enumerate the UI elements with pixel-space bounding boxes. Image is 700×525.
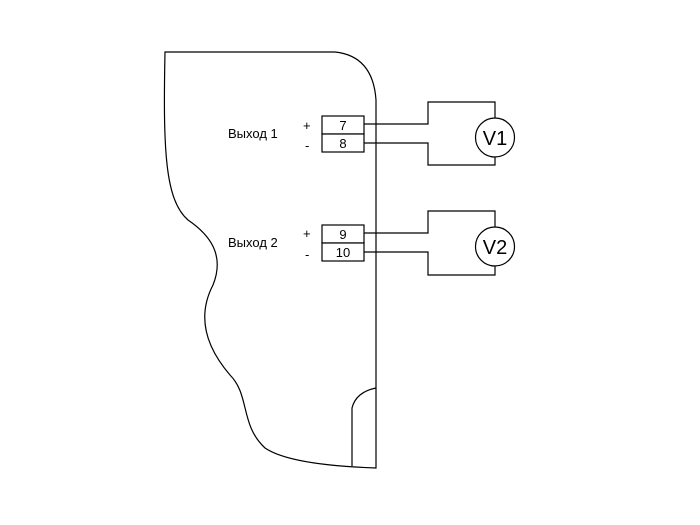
output-1-plus-sign: +: [303, 118, 311, 133]
voltmeter-v1-circle: [474, 117, 516, 158]
wire-9-to-v2: [364, 210, 496, 234]
device-housing-outline: [163, 51, 377, 469]
terminal-8-label: 8: [339, 136, 346, 151]
output-1-group: Выход 1 + - 7 8 V1: [228, 101, 516, 166]
output-1-minus-sign: -: [305, 138, 309, 153]
output-2-minus-sign: -: [305, 247, 309, 262]
voltmeter-v2-label: V2: [483, 237, 507, 259]
voltmeter-v2-circle: [474, 226, 516, 267]
wire-10-to-v2: [364, 251, 496, 276]
voltmeter-v1-label: V1: [483, 128, 507, 150]
terminal-9-label: 9: [339, 227, 346, 242]
output-2-label: Выход 2: [228, 235, 278, 250]
output-2-plus-sign: +: [303, 226, 311, 241]
wire-7-to-v1: [364, 101, 496, 125]
housing-corner-detail: [351, 387, 377, 466]
terminal-10-label: 10: [336, 245, 350, 260]
output-2-group: Выход 2 + - 9 10 V2: [228, 210, 516, 276]
terminal-7-label: 7: [339, 118, 346, 133]
wire-8-to-v1: [364, 142, 496, 166]
output-1-label: Выход 1: [228, 126, 278, 141]
